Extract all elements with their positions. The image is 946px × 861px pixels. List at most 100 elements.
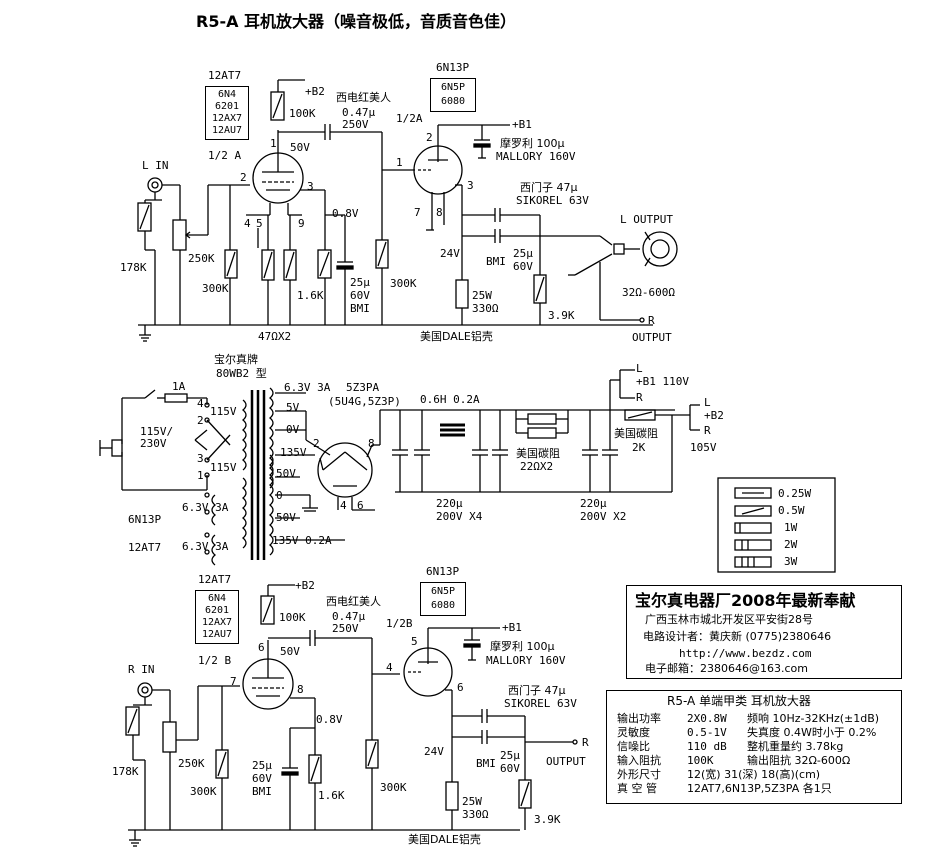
r-r-k1-value: 1.6K bbox=[318, 789, 345, 802]
spec-row-value: 100K bbox=[687, 754, 714, 767]
r-b1-label: +B1 bbox=[502, 621, 522, 634]
r-output-cathode-voltage: 24V bbox=[424, 745, 444, 758]
pin-label: 4 bbox=[244, 217, 251, 230]
k-cap-value: 25μ bbox=[350, 276, 370, 289]
fuse-value: 1A bbox=[172, 380, 186, 393]
factory-address: 广西玉林市城北开发区平安街28号 bbox=[645, 613, 813, 626]
r-output-cap-brand: 西门子 47μ bbox=[508, 684, 566, 697]
spec-row-label: 真 空 管 bbox=[617, 782, 657, 795]
r-tube2-eq-1: 6N5P bbox=[430, 586, 456, 597]
tube1-equivalents-box: 6N4 6201 12AX7 12AU7 bbox=[205, 86, 249, 140]
r-k2-power: 25W bbox=[472, 289, 492, 302]
power-supply-circuit bbox=[99, 369, 700, 566]
tube1-eq-2: 6201 bbox=[214, 101, 240, 112]
primary-tap: 1 bbox=[197, 469, 204, 482]
caps1-voltage: 200V X4 bbox=[436, 510, 483, 523]
filter-res-value: 22ΩX2 bbox=[520, 460, 554, 473]
pin-label: 5 bbox=[411, 635, 418, 648]
bmi-cap-voltage: 60V bbox=[513, 260, 533, 273]
r-r-input-value: 178K bbox=[112, 765, 139, 778]
legend-item: 0.5W bbox=[778, 504, 805, 517]
plate-voltage: 50V bbox=[290, 141, 310, 154]
output-cap-brand: 西门子 47μ bbox=[520, 181, 578, 194]
spec-row-value: 110 dB bbox=[687, 740, 727, 753]
spec-row-label: 信噪比 bbox=[617, 740, 650, 753]
chassis-left: 美国DALE铝壳 bbox=[420, 330, 493, 343]
bmi-label: BMI bbox=[486, 255, 506, 268]
choke-value: 0.6H 0.2A bbox=[420, 393, 480, 406]
primary-volts: 115V bbox=[210, 461, 237, 474]
factory-email: 电子邮箱：2380646@163.com bbox=[645, 662, 808, 675]
r-tube2-equivalents-box: 6N5P 6080 bbox=[420, 582, 466, 616]
filter-caps bbox=[392, 410, 618, 492]
pin-label: 1 bbox=[396, 156, 403, 169]
chassis-right: 美国DALE铝壳 bbox=[408, 833, 481, 846]
right-output-label: OUTPUT bbox=[632, 331, 672, 344]
r-r-k2-value: 330Ω bbox=[462, 808, 489, 821]
secondary-tap: 135V bbox=[280, 446, 307, 459]
r-tube2-eq-2: 6080 bbox=[430, 600, 456, 611]
primary-tap: 3 bbox=[197, 452, 204, 465]
r-coupling-cap-value: 0.47μ bbox=[332, 610, 366, 623]
resistor-legend bbox=[717, 477, 836, 573]
pin-label: 6 bbox=[258, 641, 265, 654]
pin-label: 6 bbox=[457, 681, 464, 694]
r-r-grid-value: 300K bbox=[190, 785, 217, 798]
output-cathode-voltage: 24V bbox=[440, 247, 460, 260]
coupling-cap-value: 0.47μ bbox=[342, 106, 376, 119]
secondary-tap: 0V bbox=[286, 423, 300, 436]
legend-item: 3W bbox=[784, 555, 798, 568]
factory-website: http://www.bezdz.com bbox=[679, 647, 812, 660]
primary-tap: 2 bbox=[197, 414, 204, 427]
r-tube1-name: 12AT7 bbox=[198, 573, 232, 586]
tube1-eq-1: 6N4 bbox=[217, 89, 237, 100]
pin-label: 4 bbox=[340, 499, 347, 512]
r-tube2-name: 6N13P bbox=[426, 565, 460, 578]
r-tube1-eq-3: 12AX7 bbox=[201, 617, 233, 628]
caps2-voltage: 200V X2 bbox=[580, 510, 627, 523]
r-k-cap-voltage: 60V bbox=[252, 772, 272, 785]
r-plate-voltage: 50V bbox=[280, 645, 300, 658]
pin-label: 2 bbox=[240, 171, 247, 184]
r-k2-value: 330Ω bbox=[472, 302, 499, 315]
r-tube1-half: 1/2 B bbox=[198, 654, 232, 667]
r-tube1-eq-1: 6N4 bbox=[207, 593, 227, 604]
r-k1-value: 1.6K bbox=[297, 289, 324, 302]
pin-label: 8 bbox=[436, 206, 443, 219]
coupling-cap-brand: 西电红美人 bbox=[336, 91, 391, 104]
tube2-eq-2: 6080 bbox=[440, 96, 466, 107]
secondary-tap: 5V bbox=[286, 401, 300, 414]
specs-box: R5-A 单端甲类 耳机放大器 输出功率 2X0.8W 频响 10Hz-32KH… bbox=[606, 690, 902, 804]
caps2-value: 220μ bbox=[580, 497, 607, 510]
right-input-label: R IN bbox=[128, 663, 155, 676]
specs-heading: R5-A 单端甲类 耳机放大器 bbox=[667, 694, 811, 708]
r-b2-label: +B2 bbox=[295, 579, 315, 592]
b1-cap-spec: MALLORY 160V bbox=[496, 150, 576, 163]
r-plate-value: 100K bbox=[289, 107, 316, 120]
spec-row-label: 输出功率 bbox=[617, 712, 661, 725]
heater2-tube: 12AT7 bbox=[128, 541, 162, 554]
pin-label: 4 bbox=[386, 661, 393, 674]
heater1-tube: 6N13P bbox=[128, 513, 162, 526]
pot-value: 250K bbox=[188, 252, 215, 265]
psu-R2: R bbox=[704, 424, 711, 437]
tube2-eq-1: 6N5P bbox=[440, 82, 466, 93]
spec-row-label: 输入阻抗 bbox=[617, 754, 661, 767]
spec-row-value: 12AT7,6N13P,5Z3PA 各1只 bbox=[687, 782, 832, 795]
r-tube2-half: 1/2B bbox=[386, 617, 413, 630]
b2-label: +B2 bbox=[305, 85, 325, 98]
spec-row-extra: 频响 10Hz-32KHz(±1dB) bbox=[747, 712, 880, 725]
filter-res-brand: 美国碳阻 bbox=[516, 447, 560, 460]
primary-volts: 115V bbox=[210, 405, 237, 418]
r-load-value: 3.9K bbox=[548, 309, 575, 322]
legend-item: 2W bbox=[784, 538, 798, 551]
b2-res-value: 2K bbox=[632, 441, 646, 454]
left-output-label: L OUTPUT bbox=[620, 213, 673, 226]
r-output-cap-spec: SIKOREL 63V bbox=[504, 697, 577, 710]
r-r-load-value: 3.9K bbox=[534, 813, 561, 826]
pin-label: 3 bbox=[307, 180, 314, 193]
factory-designer: 电路设计者：黄庆新 (0775)2380646 bbox=[643, 630, 832, 643]
spec-row-extra: 输出阻抗 32Ω-600Ω bbox=[747, 754, 851, 767]
tube1-half: 1/2 A bbox=[208, 149, 242, 162]
